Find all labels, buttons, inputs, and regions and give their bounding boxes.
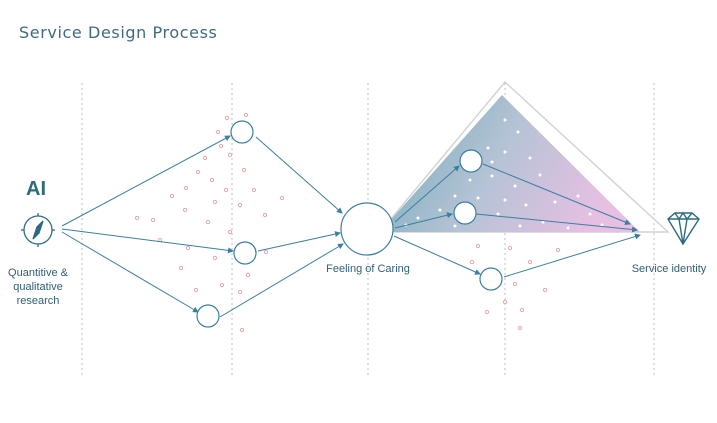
node-insight-top	[459, 149, 483, 173]
scatter-dots	[134, 112, 561, 333]
diamond-icon	[667, 211, 700, 246]
triangle-dots	[404, 118, 604, 230]
convergence-triangle	[378, 80, 670, 233]
nodes	[196, 120, 503, 328]
research-label: Quantitive & qualitative research	[8, 267, 68, 307]
compass-icon	[21, 213, 55, 247]
node-caring	[340, 202, 394, 256]
node-insight-low	[479, 267, 503, 291]
stage-dividers	[81, 83, 655, 378]
ai-label: AI	[26, 178, 46, 200]
page-title: Service Design Process	[19, 23, 218, 42]
triangle-fill	[380, 95, 640, 232]
node-research-low	[196, 304, 220, 328]
node-insight-mid	[453, 201, 477, 225]
identity-label: Service identity	[631, 263, 707, 275]
node-research-top	[230, 120, 254, 144]
connections	[61, 135, 641, 318]
node-research-mid	[233, 241, 257, 265]
caring-label: Feeling of Caring	[326, 263, 410, 275]
